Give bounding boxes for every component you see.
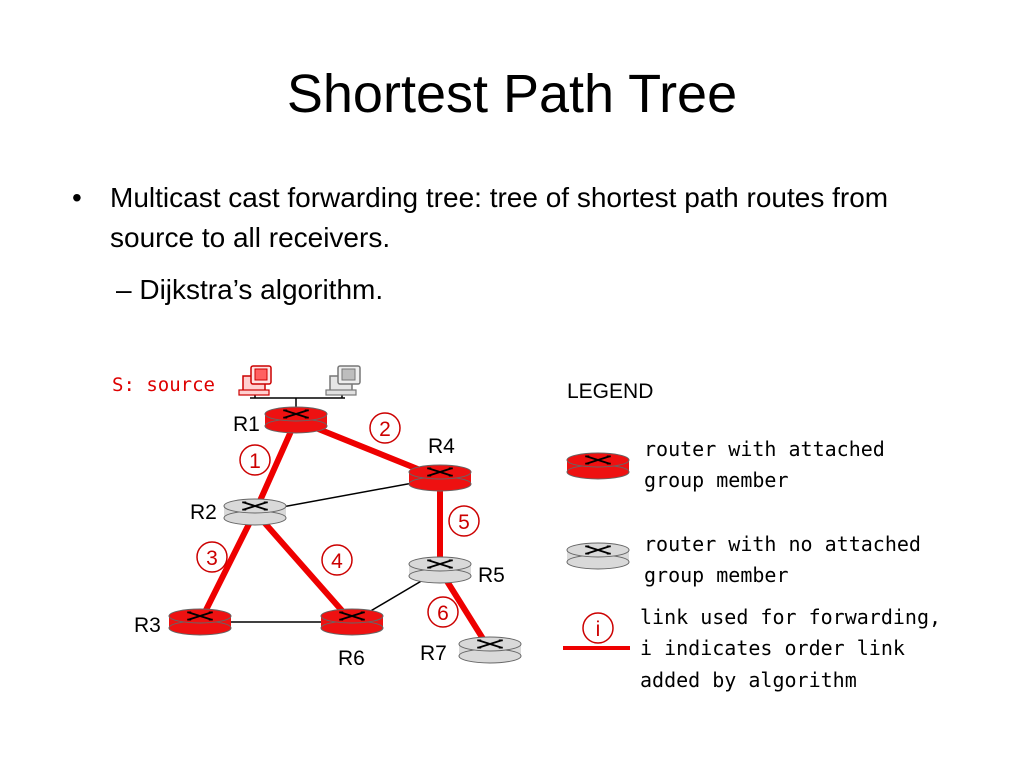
link-order-5: 5 [458,511,470,534]
router-label-r3: R3 [134,614,161,637]
forwarding-link-r1-r2 [252,417,299,515]
router-r5 [408,556,472,584]
receiver-computer-icon [325,365,361,396]
router-label-r1: R1 [233,413,260,436]
link-order-marker: 4 [321,544,353,576]
router-label-r5: R5 [478,564,505,587]
link-order-3: 3 [206,547,218,570]
router-r7 [458,636,522,664]
legend-link-line-3: added by algorithm [640,668,857,692]
router-label-r6: R6 [338,647,365,670]
legend-link-line-1: link used for forwarding, [640,605,941,629]
link-order-2: 2 [379,418,391,441]
legend-link-marker: i [582,612,614,644]
legend-plain-line-1: router with no attached [644,532,921,556]
legend-member-router-icon [566,452,630,480]
router-r6 [320,608,384,636]
legend-plain-line-2: group member [644,563,789,587]
source-computer-icon [238,365,272,396]
bullet-marker: • [72,182,82,213]
link-order-6: 6 [437,602,449,625]
forwarding-link-r5-r7 [437,567,493,653]
router-r1 [264,406,328,434]
forwarding-link-r2-r6 [252,509,355,625]
bullet-main-text: Multicast cast forwarding tree: tree of … [110,182,889,253]
source-label: S: source [112,374,215,396]
router-r3 [168,608,232,636]
link-order-marker: 3 [196,541,228,573]
link-order-marker: 2 [369,412,401,444]
router-r4 [408,464,472,492]
router-label-r4: R4 [428,435,455,458]
router-label-r2: R2 [190,501,217,524]
link-order-1: 1 [249,450,261,473]
legend-plain-router-icon [566,542,630,570]
legend-member-line-1: router with attached [644,437,885,461]
bullet-sub: – Dijkstra’s algorithm. [116,274,384,305]
router-r2 [223,498,287,526]
link-order-marker: 1 [239,444,271,476]
link-order-marker: 5 [448,505,480,537]
slide-title: Shortest Path Tree [286,64,738,124]
legend-link-marker-text: i [596,618,601,641]
router-label-r7: R7 [420,642,447,665]
legend-link-line-2: i indicates order link [640,636,905,660]
legend-member-line-2: group member [644,468,789,492]
link-order-4: 4 [331,550,343,573]
link-order-marker: 6 [427,596,459,628]
legend-title: LEGEND [567,380,653,403]
forwarding-link-r2-r3 [197,509,258,625]
